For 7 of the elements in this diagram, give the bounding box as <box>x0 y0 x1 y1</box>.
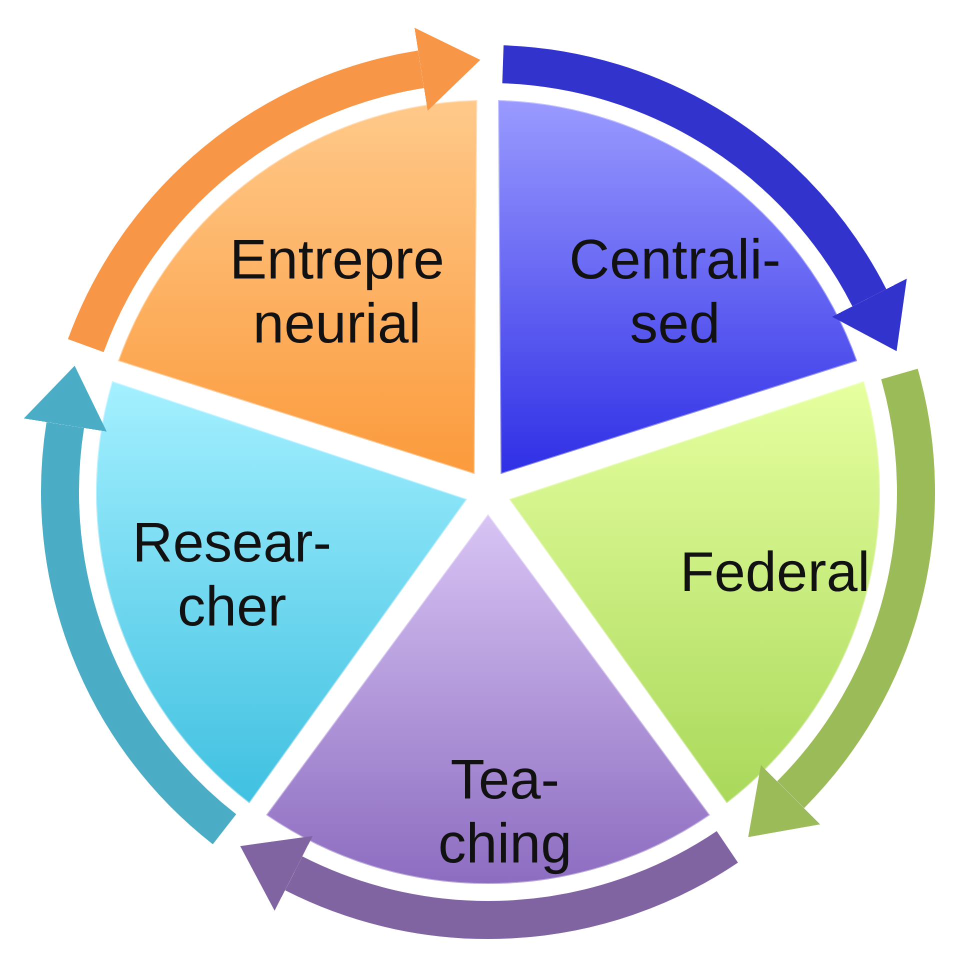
segment-label: Resear- cher <box>131 510 333 640</box>
segment-label: Tea- ching <box>437 748 573 876</box>
pie-segment <box>118 100 478 474</box>
segment-label: Centrali- sed <box>568 228 782 356</box>
segment-label: Federal <box>679 540 871 604</box>
segment-label: Entrepre neurial <box>228 228 446 356</box>
pie-segment <box>498 100 858 474</box>
